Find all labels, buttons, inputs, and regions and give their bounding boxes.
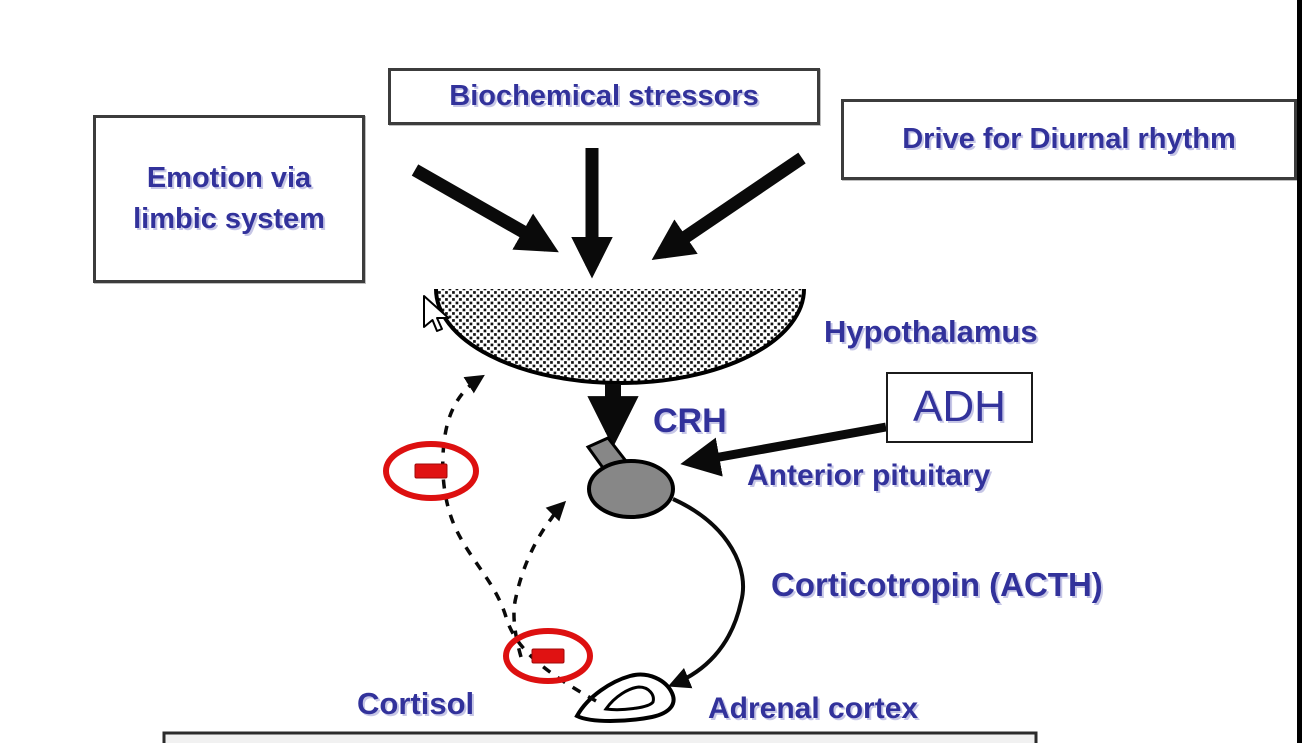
hypothalamus-outline	[434, 288, 806, 385]
anterior-pituitary-label: Anterior pituitary	[747, 459, 991, 492]
feedback-arrow-to-hypothalamus	[441, 374, 597, 703]
adh-arrow	[680, 422, 887, 477]
negative-feedback-icon-upper	[383, 441, 479, 501]
adrenal-cortex-label: Adrenal cortex	[708, 692, 919, 725]
stress-arrow-left	[411, 164, 559, 253]
feedback-arrow-to-pituitary	[512, 500, 567, 658]
cursor-icon	[423, 295, 450, 332]
diurnal-rhythm-box: Drive for Diurnal rhythm	[841, 99, 1297, 180]
stress-arrow-right	[651, 152, 806, 261]
biochemical-stressors-box: Biochemical stressors	[388, 68, 820, 125]
emotion-limbic-box: Emotion via limbic system	[93, 115, 365, 283]
adrenal-shape-outer	[574, 672, 676, 723]
acth-curve-arrow	[667, 497, 746, 689]
hypothalamus-label: Hypothalamus	[824, 314, 1038, 349]
bottom-box	[162, 731, 1038, 743]
adrenal-shape-inner	[603, 685, 655, 712]
hypothalamus-shape	[436, 289, 804, 383]
right-edge-bar	[1297, 0, 1302, 743]
adh-box: ADH	[886, 372, 1033, 443]
cortisol-label: Cortisol	[357, 686, 475, 721]
corticotropin-acth-label: Corticotropin (ACTH)	[771, 566, 1103, 603]
crh-label: CRH	[653, 402, 727, 440]
negative-feedback-icon-lower	[503, 628, 593, 684]
pituitary-shape	[587, 459, 675, 519]
